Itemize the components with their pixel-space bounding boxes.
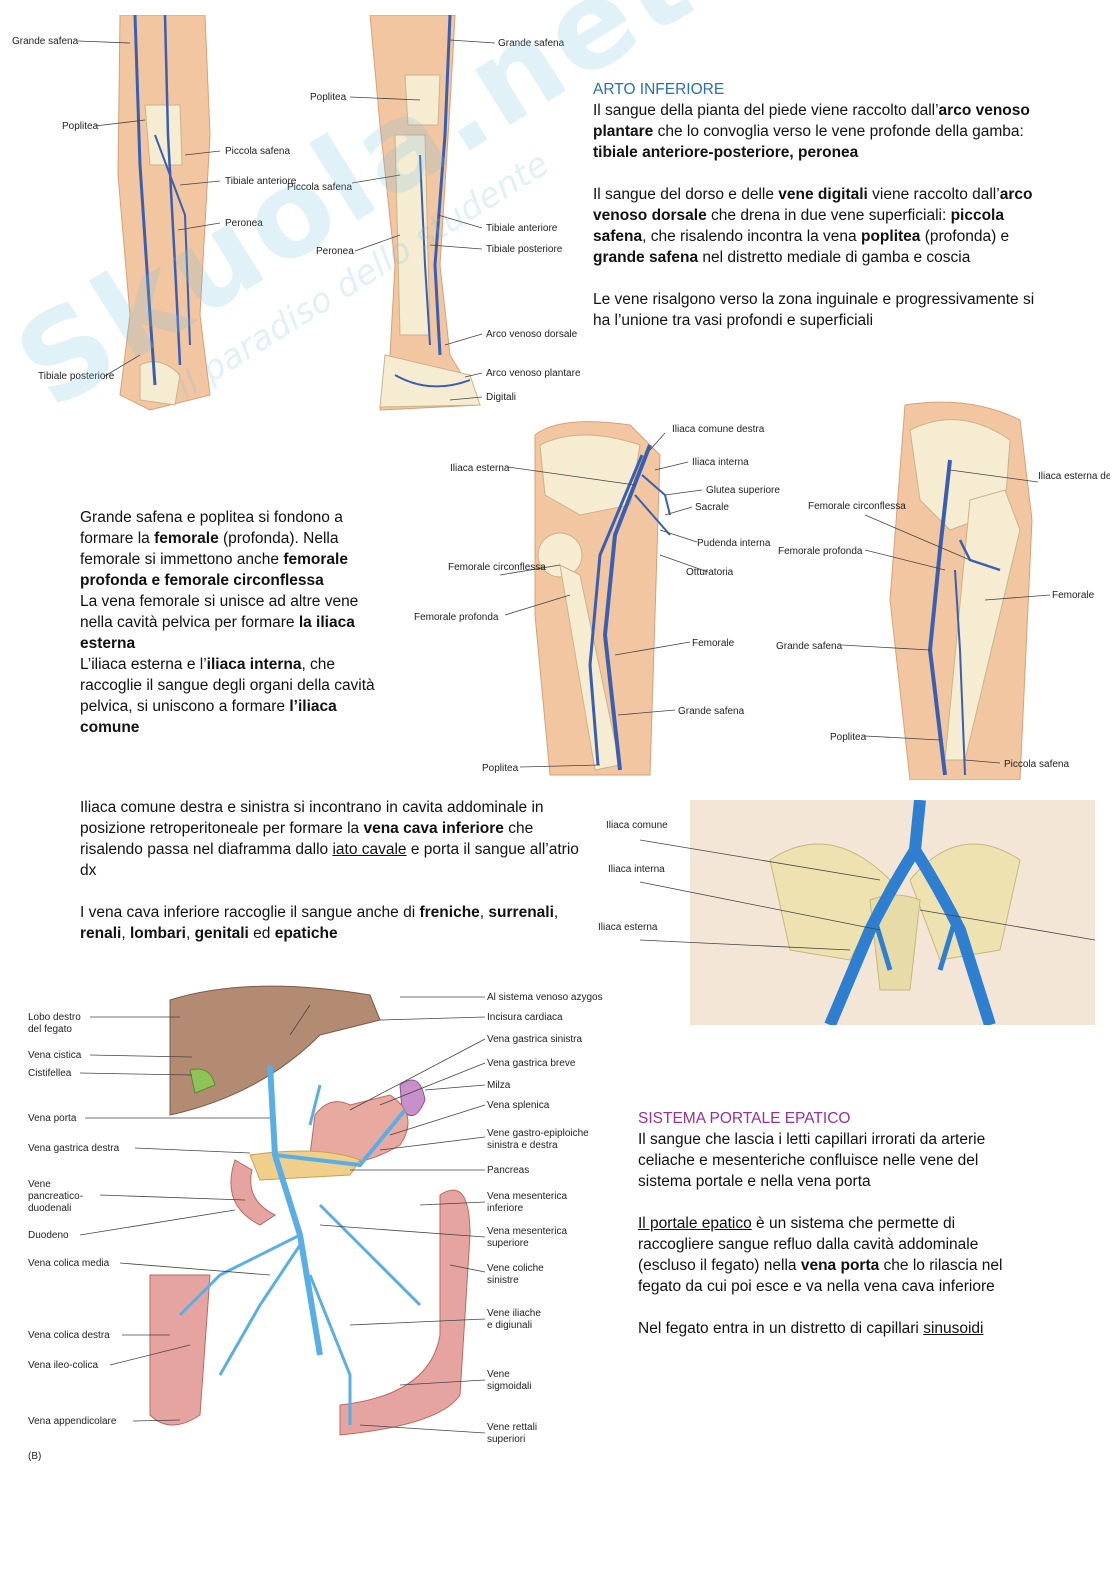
section-femorale: Grande safena e poplitea si fondono a fo… xyxy=(80,507,390,738)
fig1-label: Tibiale posteriore xyxy=(486,244,563,255)
section-heading: SISTEMA PORTALE EPATICO xyxy=(638,1110,851,1127)
fig5-label: Milza xyxy=(487,1080,511,1091)
fig2-label: Iliaca comune destra xyxy=(672,424,765,435)
fig2-label: Otturatoria xyxy=(686,567,734,578)
fig2-label: Pudenda interna xyxy=(697,538,771,549)
fig2-label: Glutea superiore xyxy=(706,485,780,496)
fig5-label: Vena gastrica destra xyxy=(28,1143,120,1154)
fig5-label: Vena gastrica breve xyxy=(487,1058,576,1069)
fig1-label: Grande safena xyxy=(498,38,565,49)
paragraph: Grande safena e poplitea si fondono a fo… xyxy=(80,509,375,736)
paragraph: Iliaca comune destra e sinistra si incon… xyxy=(80,799,579,879)
figure-iliac-veins: Iliaca comune Iliaca interna Iliaca este… xyxy=(590,800,1095,1025)
fig3-label: Poplitea xyxy=(830,732,867,743)
paragraph: Il sangue della pianta del piede viene r… xyxy=(593,102,1030,161)
fig2-label: Femorale circonflessa xyxy=(448,562,546,573)
left-leg-shape xyxy=(117,15,211,411)
fig5-label: Vena porta xyxy=(28,1113,77,1124)
fig1-label: Piccola safena xyxy=(225,146,290,157)
figure-leg-veins: Grande safena Poplitea Piccola safena Ti… xyxy=(0,15,590,415)
paragraph: Il sangue che lascia i letti capillari i… xyxy=(638,1131,986,1190)
fig3-label: Piccola safena xyxy=(1004,759,1069,770)
fig5-label: Vena cistica xyxy=(28,1050,82,1061)
fig1-label: Piccola safena xyxy=(287,182,352,193)
fig5-label: Al sistema venoso azygos xyxy=(487,992,603,1003)
section-arto-inferiore: ARTO INFERIORE Il sangue della pianta de… xyxy=(593,79,1038,331)
fig1-label: Tibiale anteriore xyxy=(225,176,297,187)
section-sistema-portale: SISTEMA PORTALE EPATICO Il sangue che la… xyxy=(638,1108,1033,1339)
fig1-label: Poplitea xyxy=(62,121,99,132)
fig3-label: Femorale xyxy=(1052,590,1095,601)
fig5-label: Vena appendicolare xyxy=(28,1416,117,1427)
fig3-label: Iliaca esterna destra xyxy=(1038,471,1110,482)
fig1-label: Tibiale posteriore xyxy=(38,371,115,382)
colon-shape xyxy=(149,1274,211,1426)
liver-shape xyxy=(169,985,381,1116)
fig5-label: Pancreas xyxy=(487,1165,529,1176)
paragraph: Nel fegato entra in un distretto di capi… xyxy=(638,1320,984,1337)
duodenum-shape xyxy=(230,1159,276,1226)
paragraph: Il portale epatico è un sistema che perm… xyxy=(638,1215,1003,1295)
fig2-label: Iliaca interna xyxy=(692,457,749,468)
pancreas-shape xyxy=(249,1150,361,1181)
paragraph: Il sangue del dorso e delle vene digital… xyxy=(593,186,1033,266)
fig2-label: Femorale profonda xyxy=(414,612,499,623)
fig4-label: Iliaca esterna xyxy=(598,922,658,933)
fig1-label: Peronea xyxy=(316,246,354,257)
fig1-label: Arco venoso dorsale xyxy=(486,329,578,340)
fig4-label: Iliaca comune xyxy=(606,820,668,831)
fig5-label: Vena gastrica sinistra xyxy=(487,1034,582,1045)
paragraph: I vena cava inferiore raccoglie il sangu… xyxy=(80,904,559,942)
fig1-label: Digitali xyxy=(486,392,516,403)
fig1-label: Peronea xyxy=(225,218,263,229)
section-vena-cava: Iliaca comune destra e sinistra si incon… xyxy=(80,797,580,944)
fig2-label: Poplitea xyxy=(482,763,519,774)
fig2-label: Grande safena xyxy=(678,706,745,717)
fig5-label: Duodeno xyxy=(28,1230,69,1241)
fig3-label: Femorale profonda xyxy=(778,546,863,557)
fig1-label: Arco venoso plantare xyxy=(486,368,581,379)
fig4-label: Iliaca interna xyxy=(608,864,665,875)
figure-thigh-veins-posterior: Iliaca esterna destra Femorale circonfle… xyxy=(770,400,1110,780)
fig2-label: Femorale xyxy=(692,638,735,649)
fig3-label: Grande safena xyxy=(776,641,843,652)
fig3-label: Femorale circonflessa xyxy=(808,501,906,512)
fig5-label: Cistifellea xyxy=(28,1068,72,1079)
section-heading: ARTO INFERIORE xyxy=(593,81,725,98)
fig5-label: Incisura cardiaca xyxy=(487,1012,563,1023)
paragraph: Le vene risalgono verso la zona inguinal… xyxy=(593,291,1035,329)
fig5-label: Vena colica destra xyxy=(28,1330,110,1341)
fig5-label: Vena ileo-colica xyxy=(28,1360,98,1371)
fig1-label: Grande safena xyxy=(12,36,79,47)
fig5-label: Vena splenica xyxy=(487,1100,550,1111)
fig5-panel-label: (B) xyxy=(28,1451,41,1462)
fig2-label: Iliaca esterna xyxy=(450,463,510,474)
fig1-label: Poplitea xyxy=(310,92,347,103)
figure-thigh-veins-anterior: Iliaca comune destra Iliaca interna Ilia… xyxy=(410,415,790,780)
fig2-label: Sacrale xyxy=(695,502,729,513)
fig1-label: Tibiale anteriore xyxy=(486,223,558,234)
fig5-label: Vena colica media xyxy=(28,1258,110,1269)
